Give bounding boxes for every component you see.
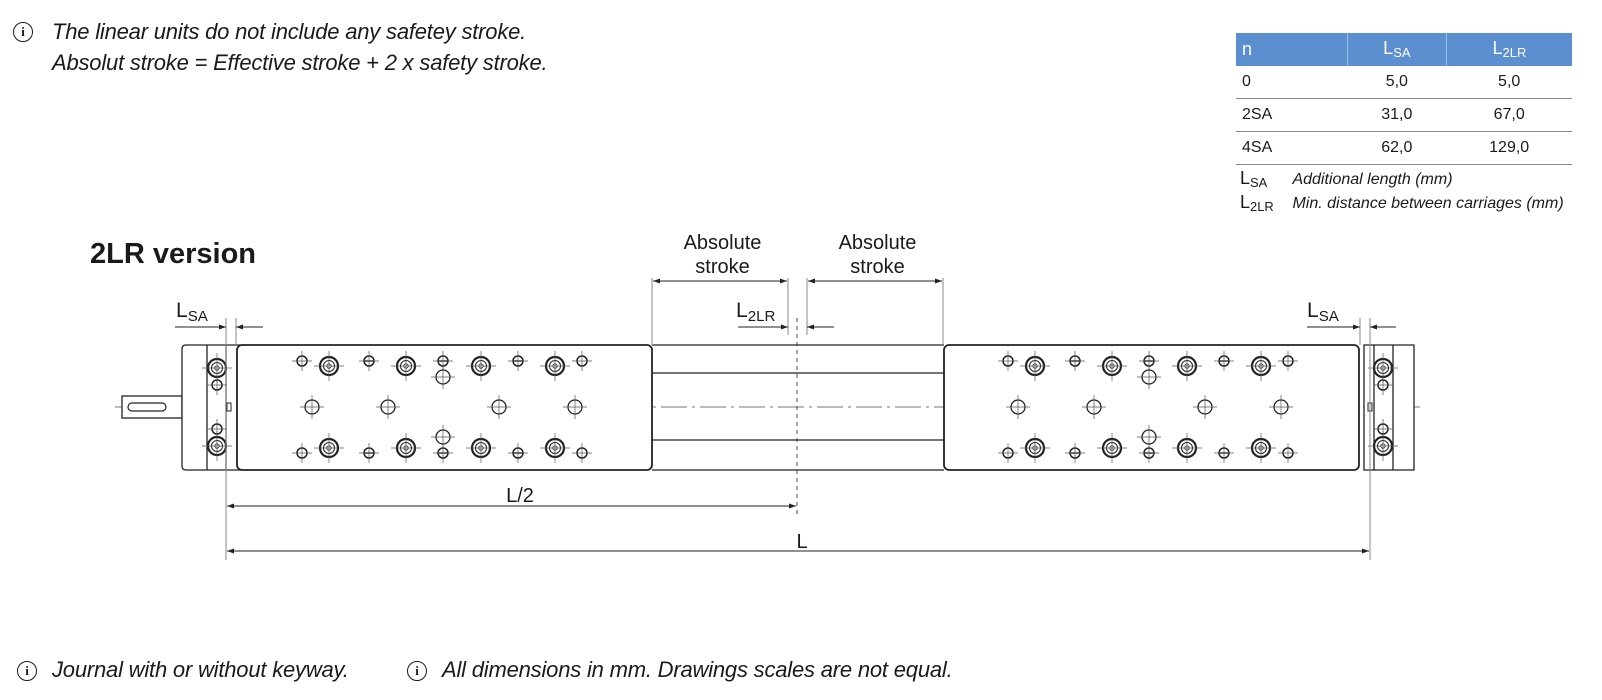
lsa-right-label: LSA — [1307, 299, 1339, 325]
profile-body — [652, 344, 944, 471]
info-icon: i — [13, 22, 33, 42]
l2lr-label: L2LR — [736, 299, 776, 325]
right-end-cap — [1363, 344, 1415, 471]
top-note-line-2: Absolut stroke = Effective stroke + 2 x … — [52, 50, 548, 75]
label-line: Absolute — [838, 232, 917, 254]
abs-stroke-left-label: Absolute stroke — [660, 231, 785, 279]
header-lsa-main: L — [1383, 38, 1394, 59]
top-note-line-1: The linear units do not include any safe… — [52, 19, 527, 44]
label-line: Absolute — [683, 232, 762, 254]
drawing-title: 2LR version — [90, 238, 256, 270]
half-length-label: L/2 — [506, 485, 534, 507]
table-row: 4SA 62,0 129,0 — [1236, 131, 1572, 165]
info-icon: i — [17, 661, 37, 681]
header-n: n — [1236, 33, 1348, 66]
bottom-note-keyway: Journal with or without keyway. — [52, 657, 349, 682]
table-row: 2SA 31,0 67,0 — [1236, 98, 1572, 132]
label-line: stroke — [850, 256, 905, 278]
header-l2lr: L2LR — [1445, 33, 1572, 66]
length-label: L — [796, 531, 808, 553]
bottom-note-dimensions: All dimensions in mm. Drawings scales ar… — [442, 657, 953, 682]
left-carriage — [236, 344, 653, 471]
cell-l2lr: 5,0 — [1446, 66, 1572, 99]
cell-lsa: 5,0 — [1347, 66, 1447, 99]
legend-item-lsa: LSA Additional length (mm) — [1240, 168, 1453, 190]
cell-lsa: 31,0 — [1347, 98, 1447, 132]
table-header-row: n LSA L2LR — [1236, 33, 1572, 66]
cell-l2lr: 129,0 — [1446, 131, 1572, 165]
legend-item-l2lr: L2LR Min. distance between carriages (mm… — [1240, 192, 1564, 214]
header-lsa-sub: SA — [1393, 45, 1411, 61]
legend-description: Min. distance between carriages (mm) — [1292, 195, 1564, 212]
right-carriage — [943, 344, 1360, 471]
header-l2lr-main: L — [1492, 38, 1503, 59]
dimension-lines — [175, 278, 1396, 554]
legend-symbol: LSA — [1240, 168, 1268, 191]
cell-l2lr: 67,0 — [1446, 98, 1572, 132]
cell-lsa: 62,0 — [1347, 131, 1447, 165]
left-end-cap — [181, 344, 241, 471]
info-icon: i — [407, 661, 427, 681]
top-note: The linear units do not include any safe… — [52, 16, 548, 78]
header-lsa: LSA — [1346, 33, 1447, 66]
table-row: 0 5,0 5,0 — [1236, 66, 1572, 99]
header-l2lr-sub: 2LR — [1502, 45, 1527, 61]
legend-description: Additional length (mm) — [1292, 171, 1453, 188]
cell-n: 2SA — [1236, 98, 1348, 132]
legend-symbol: L2LR — [1240, 192, 1274, 215]
cell-n: 0 — [1236, 66, 1348, 99]
abs-stroke-right-label: Absolute stroke — [815, 231, 940, 279]
cell-n: 4SA — [1236, 131, 1348, 165]
lsa-left-label: LSA — [176, 299, 208, 325]
journal-shaft — [121, 395, 183, 419]
label-line: stroke — [695, 256, 750, 278]
dimension-table: n LSA L2LR 0 5,0 5,0 2SA 31,0 67,0 4SA 6… — [1236, 33, 1572, 165]
